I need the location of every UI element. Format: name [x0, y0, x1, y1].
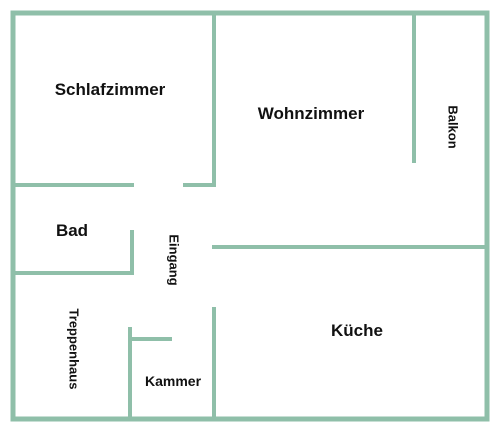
- room-label-kueche: Küche: [331, 321, 383, 340]
- room-label-treppenhaus: Treppenhaus: [67, 309, 82, 390]
- room-label-bad: Bad: [56, 221, 88, 240]
- walls: [10, 10, 490, 422]
- room-label-wohnzimmer: Wohnzimmer: [258, 104, 365, 123]
- room-label-balkon: Balkon: [446, 105, 461, 148]
- room-label-eingang: Eingang: [167, 234, 182, 285]
- room-labels: Schlafzimmer Wohnzimmer Balkon Bad Einga…: [55, 80, 461, 389]
- room-label-schlafzimmer: Schlafzimmer: [55, 80, 166, 99]
- room-label-kammer: Kammer: [145, 373, 202, 389]
- outer-wall: [10, 10, 490, 422]
